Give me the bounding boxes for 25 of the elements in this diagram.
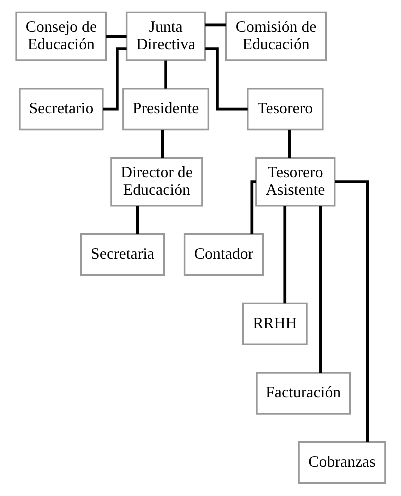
connector	[164, 60, 167, 89]
node-box: Consejo de Educación	[15, 12, 107, 62]
connector	[136, 206, 139, 234]
connector	[205, 48, 248, 111]
connector	[319, 206, 322, 373]
node-box: Tesorero	[246, 88, 324, 131]
node-box: Contador	[183, 234, 264, 276]
node-box: Director de Educación	[110, 157, 203, 207]
connector	[250, 180, 256, 234]
node-box: Secretario	[18, 88, 104, 131]
node-box: Facturación	[256, 372, 351, 415]
node-box: Tesorero Asistente	[255, 157, 336, 207]
connector	[334, 180, 369, 442]
connector	[106, 35, 126, 38]
node-box: Comisión de Educación	[224, 12, 327, 62]
connector	[288, 130, 291, 158]
connector	[161, 130, 164, 158]
connector	[283, 206, 286, 304]
node-box: RRHH	[242, 302, 308, 346]
node-box: Secretaria	[80, 234, 165, 276]
node-box: Presidente	[122, 88, 210, 131]
connector	[205, 24, 226, 27]
node-box: Cobranzas	[298, 442, 386, 484]
connector	[102, 48, 126, 111]
node-box: Junta Directiva	[125, 12, 206, 62]
